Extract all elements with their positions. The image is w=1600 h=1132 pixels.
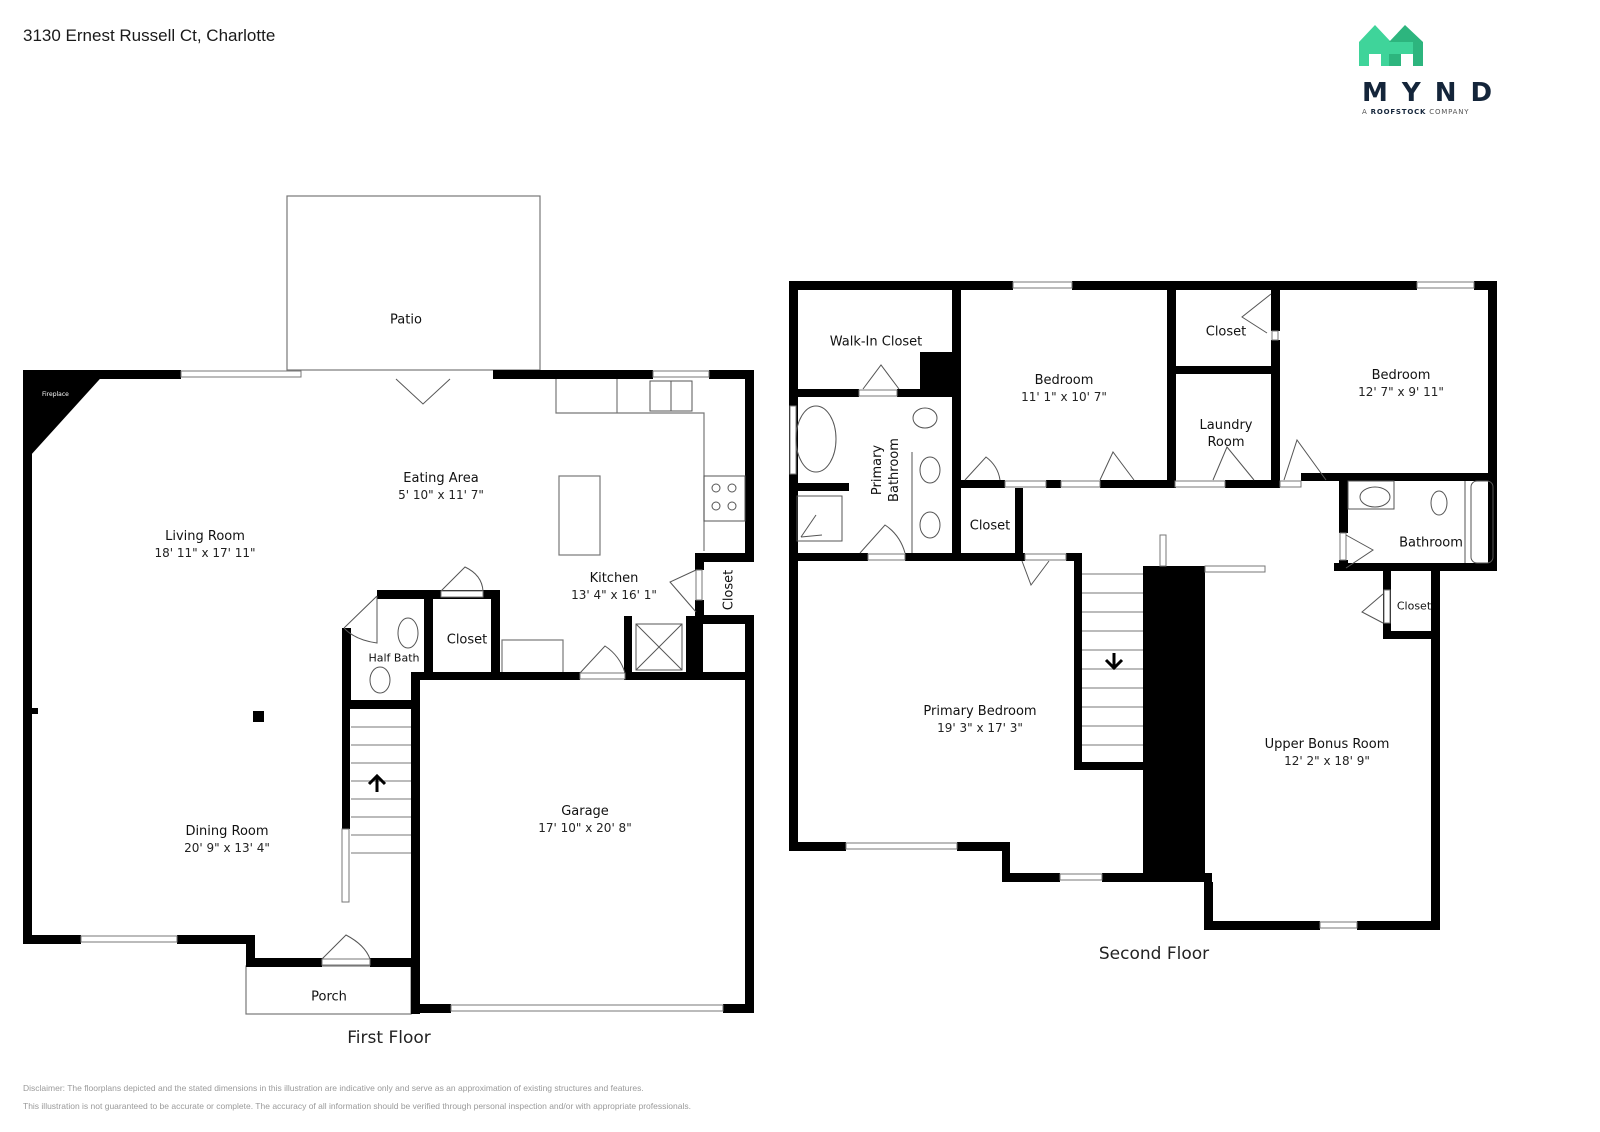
patio-outline: [286, 195, 541, 371]
room-patio: Patio: [390, 312, 422, 328]
room-closet: Closet: [446, 632, 488, 648]
second-floor-title: Second Floor: [1098, 944, 1210, 964]
room-hall-closet: Closet: [969, 518, 1011, 534]
logo-wordmark: MYND: [1362, 78, 1507, 108]
room-walk-in-closet: Walk-In Closet: [829, 334, 923, 350]
room-upper-closet: Closet: [1205, 324, 1247, 340]
first-floor-title: First Floor: [347, 1028, 431, 1048]
mynd-house-logo-icon: [1359, 25, 1423, 66]
disclaimer-line-2: This illustration is not guaranteed to b…: [23, 1101, 691, 1111]
logo-tagline: A ROOFSTOCK COMPANY: [1362, 108, 1470, 116]
property-address: 3130 Ernest Russell Ct, Charlotte: [23, 26, 276, 45]
disclaimer-line-1: Disclaimer: The floorplans depicted and …: [23, 1083, 644, 1093]
stairs-down-arrow-icon: [1104, 653, 1124, 671]
fireplace-label: Fireplace: [42, 391, 69, 398]
room-half-bath: Half Bath: [368, 651, 420, 665]
room-bonus-closet: Closet: [1396, 599, 1432, 613]
stairs-up-arrow-icon: [367, 773, 387, 792]
room-bathroom: Bathroom: [1399, 535, 1463, 551]
room-porch: Porch: [311, 989, 347, 1005]
room-primary-bathroom: Primary Bathroom: [870, 438, 902, 502]
room-laundry: Laundry Room: [1199, 418, 1253, 450]
room-kitchen-closet: Closet: [721, 569, 737, 611]
